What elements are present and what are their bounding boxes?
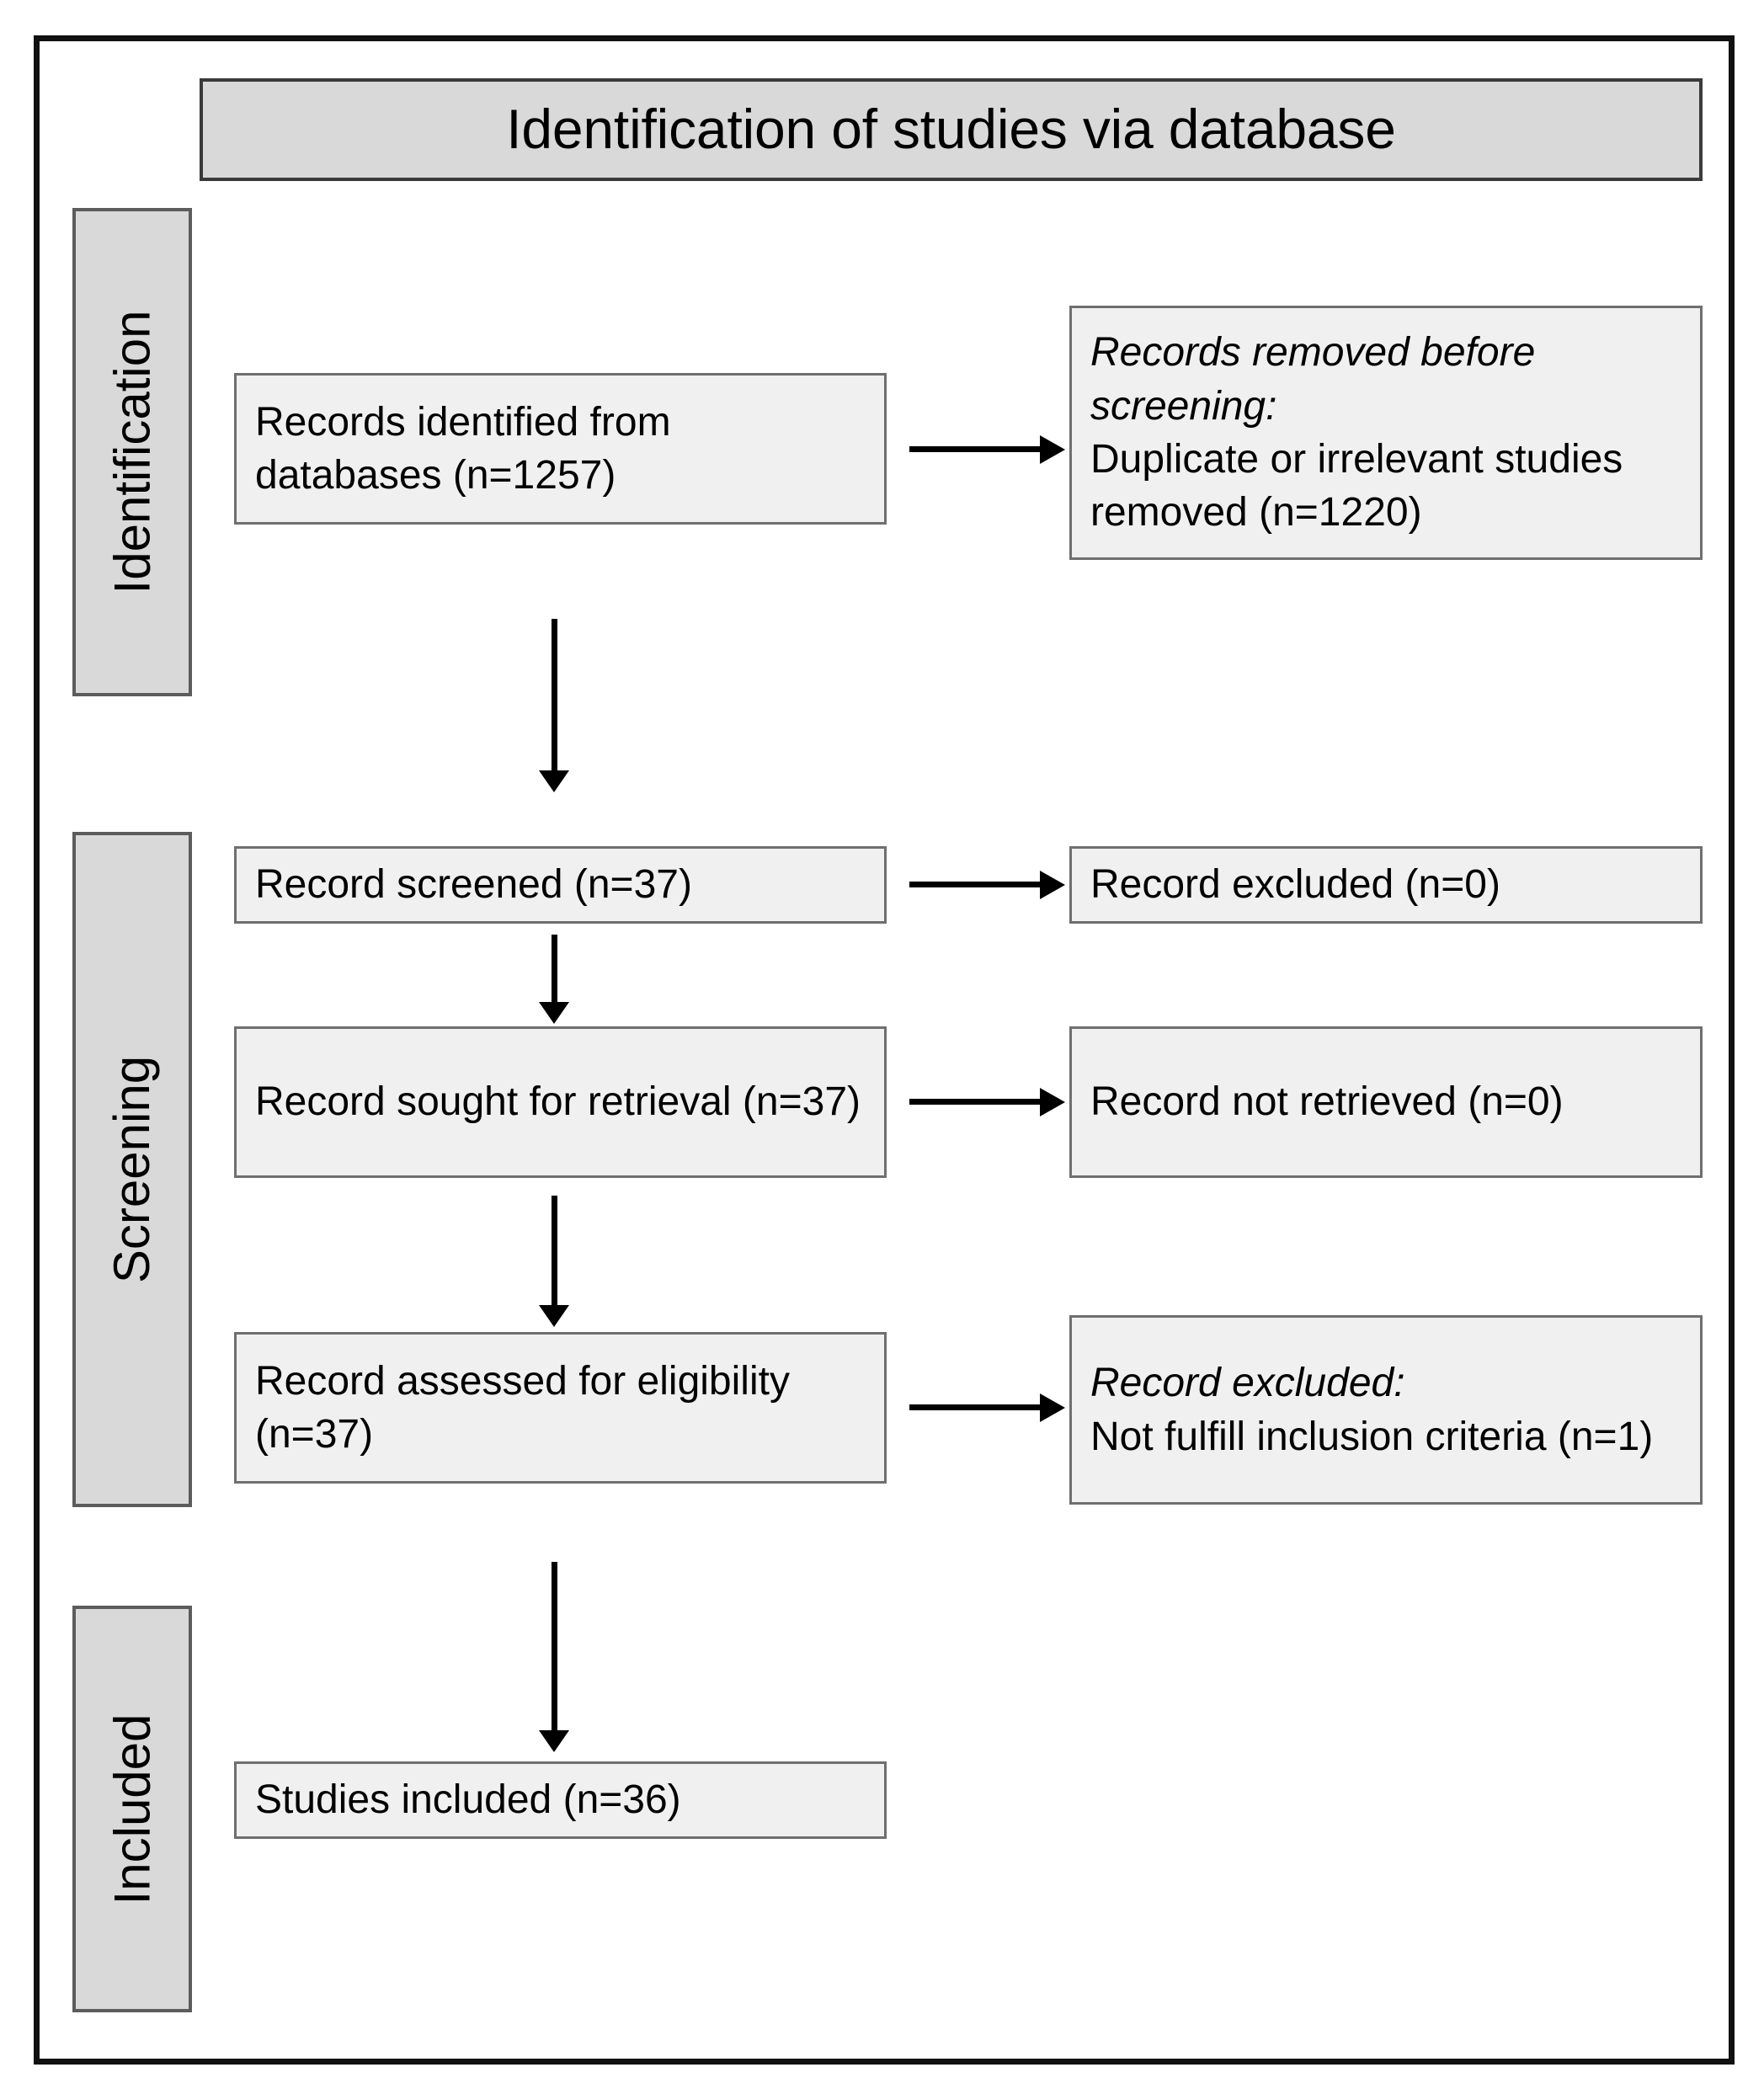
arrow-head-right-icon: [1040, 1393, 1065, 1422]
node-record-excluded-eligibility-detail: Not fulfill inclusion criteria (n=1): [1090, 1414, 1654, 1459]
arrow-shaft: [552, 619, 557, 772]
diagram-title-box: Identification of studies via database: [200, 78, 1703, 181]
arrow-head-down-icon: [539, 1305, 569, 1327]
node-record-excluded-screening: Record excluded (n=0): [1069, 846, 1703, 924]
stage-identification-text: Identification: [104, 310, 161, 594]
node-record-excluded-eligibility-emphasis: Record excluded:: [1090, 1361, 1405, 1406]
arrow-shaft: [909, 1404, 1042, 1410]
arrow-down-screened-to-sought: [534, 935, 574, 1026]
arrow-head-right-icon: [1040, 1088, 1065, 1116]
arrow-head-down-icon: [539, 1002, 569, 1024]
arrow-head-down-icon: [539, 770, 569, 792]
node-records-removed: Records removed before screening:Duplica…: [1069, 306, 1703, 560]
node-record-not-retrieved: Record not retrieved (n=0): [1069, 1026, 1703, 1178]
arrow-head-down-icon: [539, 1730, 569, 1752]
node-records-removed-emphasis: Records removed before screening:: [1090, 330, 1536, 429]
node-record-assessed: Record assessed for eligibility (n=37): [234, 1332, 887, 1484]
node-record-excluded-screening-text: Record excluded (n=0): [1090, 862, 1500, 908]
arrow-shaft: [909, 882, 1042, 887]
node-record-excluded-eligibility-body: Record excluded: Not fulfill inclusion cr…: [1090, 1356, 1653, 1463]
arrow-right-screened-to-excluded: [909, 868, 1065, 902]
stage-screening-text: Screening: [104, 1055, 160, 1284]
arrow-shaft: [552, 1196, 557, 1307]
arrow-down-assessed-to-included: [534, 1562, 574, 1754]
arrow-head-right-icon: [1040, 871, 1065, 899]
stage-label-included: Included: [72, 1606, 192, 2012]
node-records-identified-text: Records identified from databases (n=125…: [255, 399, 671, 498]
stage-included-text: Included: [104, 1713, 161, 1905]
stage-label-identification: Identification: [72, 208, 192, 696]
stage-label-screening: Screening: [72, 832, 192, 1507]
node-studies-included: Studies included (n=36): [234, 1761, 887, 1839]
arrow-down-sought-to-assessed: [534, 1196, 574, 1329]
node-record-screened: Record screened (n=37): [234, 846, 887, 924]
node-studies-included-text: Studies included (n=36): [255, 1777, 681, 1823]
node-record-screened-text: Record screened (n=37): [255, 862, 692, 908]
arrow-down-identified-to-screened: [534, 619, 574, 794]
node-records-removed-detail: Duplicate or irrelevant studies removed …: [1090, 437, 1623, 535]
arrow-right-sought-to-not-retrieved: [909, 1085, 1065, 1119]
node-record-excluded-eligibility: Record excluded: Not fulfill inclusion cr…: [1069, 1315, 1703, 1505]
arrow-head-right-icon: [1040, 435, 1065, 464]
arrow-right-identified-to-removed: [909, 433, 1065, 466]
node-record-not-retrieved-text: Record not retrieved (n=0): [1090, 1079, 1564, 1125]
arrow-shaft: [909, 1099, 1042, 1105]
node-record-sought-text: Record sought for retrieval (n=37): [255, 1079, 861, 1125]
arrow-shaft: [909, 446, 1042, 452]
node-records-identified: Records identified from databases (n=125…: [234, 373, 887, 525]
arrow-shaft: [552, 1562, 557, 1732]
node-record-sought: Record sought for retrieval (n=37): [234, 1026, 887, 1178]
arrow-right-assessed-to-excluded: [909, 1391, 1065, 1425]
diagram-title: Identification of studies via database: [506, 98, 1396, 161]
arrow-shaft: [552, 935, 557, 1004]
node-records-removed-body: Records removed before screening:Duplica…: [1090, 326, 1681, 539]
node-record-assessed-text: Record assessed for eligibility (n=37): [255, 1358, 790, 1457]
